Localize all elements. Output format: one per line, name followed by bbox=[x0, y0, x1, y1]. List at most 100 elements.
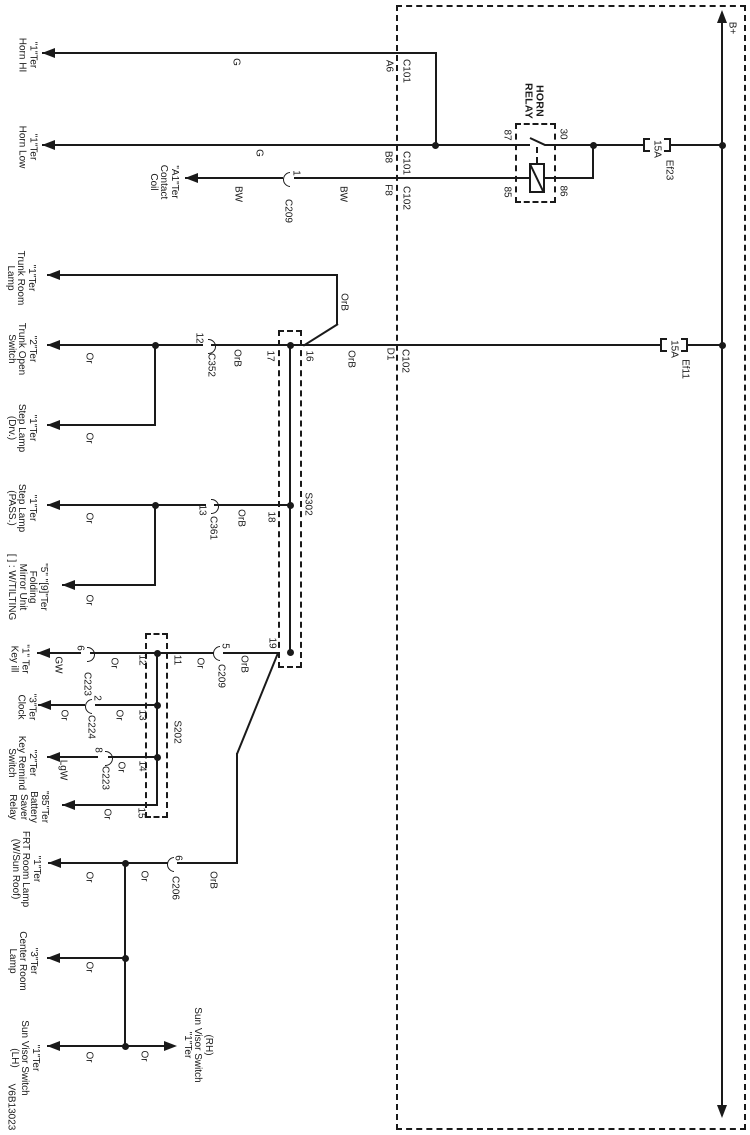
frt-room-lamp-riser bbox=[236, 753, 238, 864]
label-sun-visor-rh-terminal: (RH)Sun Visor Switch"1"Ter bbox=[181, 1007, 214, 1082]
fuse-ef23-bracket-right bbox=[664, 138, 671, 152]
pin-s202-13-line: 13 bbox=[136, 709, 148, 721]
label-folding-mirror-terminal-line: [ ] : W/TILTING bbox=[6, 553, 18, 621]
wire-color-or-key-ill-2: Or bbox=[194, 657, 205, 668]
label-key-ill-terminal-line: "1" Ter bbox=[19, 644, 31, 674]
folding-mirror-wire bbox=[62, 584, 156, 586]
name-c223-remind: C223 bbox=[99, 766, 110, 790]
wire-color-orb-pass-line: OrB bbox=[235, 509, 247, 527]
label-horn-low-terminal-line: "1"Ter bbox=[27, 133, 39, 161]
pin-s202-12-line: 12 bbox=[136, 654, 148, 666]
label-bplus-line: B+ bbox=[726, 21, 738, 35]
pin-c352-12-line: 12 bbox=[193, 332, 205, 344]
label-key-ill-terminal-line: Key ill bbox=[9, 645, 20, 673]
label-key-remind-terminal-line: Key Remind bbox=[16, 735, 28, 791]
key-remind-wire-b bbox=[108, 756, 158, 758]
wire-color-or-saver-line: Or bbox=[101, 808, 113, 820]
name-c224: C224 bbox=[85, 715, 96, 739]
arrow-key-remind bbox=[47, 751, 60, 762]
fuse-ef23-id: Ef23 bbox=[663, 160, 674, 181]
splice-s202-box bbox=[145, 633, 168, 818]
label-trunk-room-lamp-terminal-line: "1"Ter bbox=[25, 264, 37, 292]
pin-c209-1-line: 1 bbox=[290, 170, 302, 176]
relay-armature-link bbox=[536, 147, 538, 163]
arrow-horn-hi bbox=[42, 47, 55, 58]
name-s302-line: S302 bbox=[302, 492, 314, 516]
key-ill-wire-b bbox=[90, 652, 214, 654]
wire-color-or-remind-line: Or bbox=[115, 761, 127, 773]
key-remind-wire-a bbox=[47, 756, 98, 758]
wire-color-or-clock-2-line: Or bbox=[113, 709, 125, 721]
center-room-lamp-wire bbox=[47, 957, 125, 959]
label-key-remind-terminal-line: "2"Ter bbox=[26, 749, 38, 777]
connector-c352-pin12 bbox=[208, 338, 216, 354]
arrow-step-lamp-drv bbox=[47, 419, 60, 430]
pin-c206-6: 6 bbox=[172, 855, 183, 861]
junction-pass-mirror bbox=[151, 501, 159, 509]
junction-s202-13 bbox=[153, 701, 161, 709]
label-folding-mirror-terminal-line: "5" "[9]"Ter bbox=[38, 563, 49, 611]
arrow-contact-coil bbox=[185, 172, 198, 183]
pin-c101-a6-line: A6 bbox=[383, 59, 395, 73]
fuse-ef11-bracket-right bbox=[681, 338, 688, 352]
connector-c361-pin13 bbox=[211, 498, 219, 514]
label-center-room-lamp-terminal-line: "3"Ter bbox=[27, 947, 39, 975]
wire-color-or-pass: Or bbox=[83, 512, 94, 523]
wire-color-or-drv-line: Or bbox=[83, 432, 95, 444]
label-trunk-open-switch-terminal-line: Switch bbox=[5, 334, 17, 364]
name-c206-line: C206 bbox=[169, 876, 181, 900]
wire-color-or-drv: Or bbox=[83, 432, 94, 443]
wire-color-orb-frt-line: OrB bbox=[207, 871, 219, 889]
name-c361: C361 bbox=[207, 516, 218, 540]
contact-coil-bw-wire-b bbox=[294, 177, 516, 179]
label-step-lamp-pass-terminal-line: Step Lamp bbox=[16, 483, 28, 533]
pin-s302-17: 17 bbox=[264, 350, 275, 361]
horn-hi-drop bbox=[435, 52, 437, 146]
pin-c223-6-line: 6 bbox=[74, 645, 86, 651]
key-ill-wire-c bbox=[223, 652, 279, 654]
clock-wire-a bbox=[38, 704, 85, 706]
junction-s302-16 bbox=[286, 341, 294, 349]
label-sun-visor-lh-terminal-line: Sun Visor Switch bbox=[19, 1020, 31, 1096]
label-folding-mirror-terminal-line: Mirror Unit bbox=[17, 563, 28, 611]
pin-s302-17-line: 17 bbox=[264, 350, 276, 362]
label-battery-saver-terminal-line: "85"Ter bbox=[39, 790, 50, 824]
wire-color-lgw-remind-line: LgW bbox=[57, 759, 69, 781]
pin-s202-11-line: 11 bbox=[171, 654, 183, 666]
wire-color-or-trunk-line: Or bbox=[83, 352, 95, 364]
pin-relay-87: 87 bbox=[501, 129, 512, 140]
label-trunk-room-lamp-terminal-line: Trunk Room bbox=[15, 250, 27, 306]
pin-c223-8: 8 bbox=[92, 747, 103, 753]
connector-c224-pin2 bbox=[84, 698, 92, 714]
horn-low-wire bbox=[42, 144, 516, 146]
wire-color-gw-key-ill-line: GW bbox=[52, 656, 64, 674]
fuse-ef11-id: Ef11 bbox=[679, 359, 690, 379]
wire-color-g-horn-low-line: G bbox=[253, 149, 265, 157]
pin-c102-f8: F8 bbox=[382, 184, 393, 196]
s202-splice-bus bbox=[156, 653, 158, 806]
junction-center-lamp bbox=[121, 954, 129, 962]
s302-splice-bus bbox=[289, 345, 291, 654]
pin-c209-1: 1 bbox=[290, 170, 301, 176]
pin-c224-2-line: 2 bbox=[91, 695, 103, 701]
name-c361-line: C361 bbox=[207, 516, 219, 540]
arrow-sun-visor-lh bbox=[47, 1040, 60, 1051]
junction-s202-14 bbox=[153, 753, 161, 761]
wire-color-or-frt-2-line: Or bbox=[138, 870, 150, 882]
wire-color-g-horn-hi: G bbox=[230, 58, 241, 66]
horn-relay-box bbox=[515, 123, 556, 203]
arrow-clock bbox=[38, 699, 51, 710]
label-trunk-open-switch-terminal-line: Trunk Open bbox=[16, 322, 28, 376]
pin-relay-86: 86 bbox=[557, 185, 568, 196]
pin-c223-8-line: 8 bbox=[92, 747, 104, 753]
name-c352-line: C352 bbox=[205, 353, 217, 377]
wire-color-g-horn-low: G bbox=[253, 149, 264, 157]
trunk-main-wire-b bbox=[211, 344, 660, 346]
name-c101-horn-low: C101 bbox=[400, 151, 411, 175]
wire-color-orb-trunk-room: OrB bbox=[338, 293, 349, 311]
wire-color-or-visor-1-line: Or bbox=[83, 1051, 95, 1063]
